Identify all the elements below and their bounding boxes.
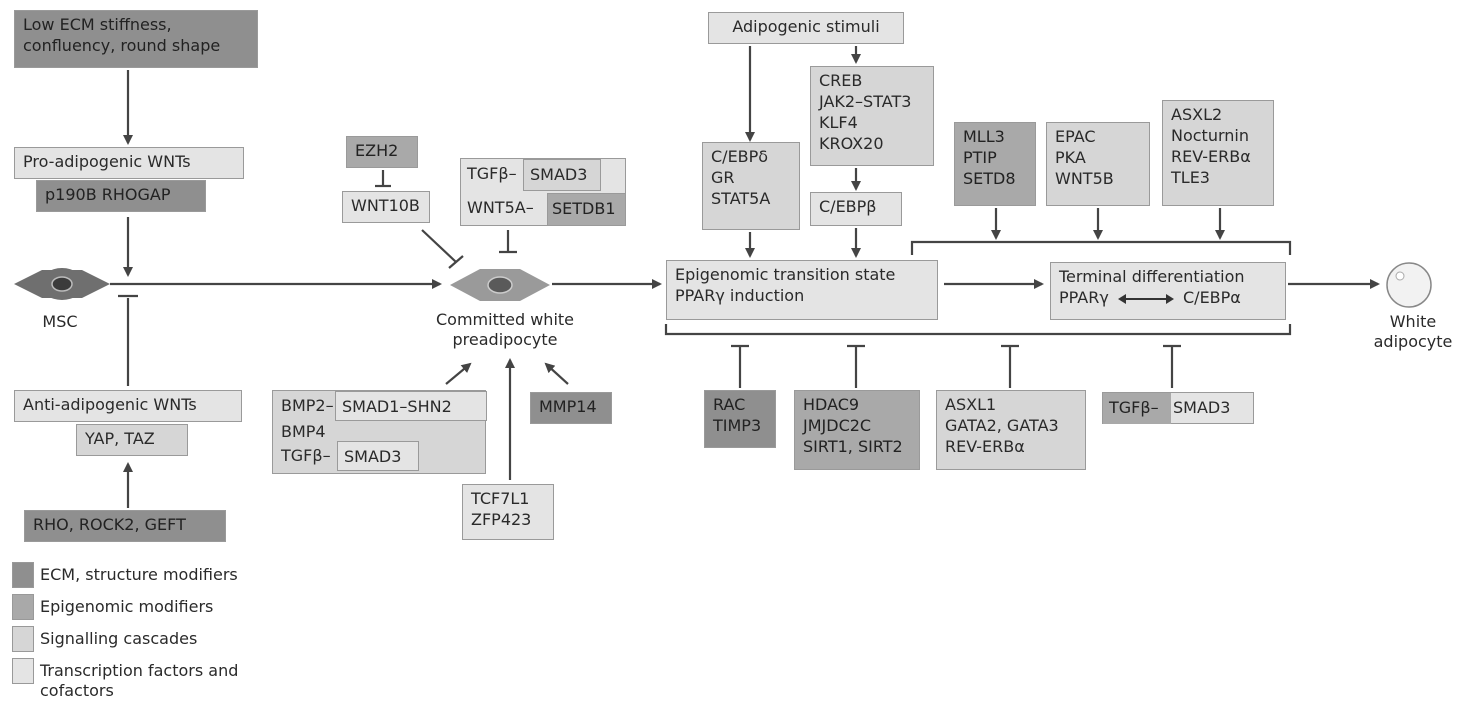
creb-line-1: CREB bbox=[819, 71, 863, 90]
cebpd-line-2: GR bbox=[711, 168, 735, 187]
mechanical-box: Low ECM stiffness, confluency, round sha… bbox=[14, 10, 258, 68]
cebpd-line-1: C/EBPδ bbox=[711, 147, 769, 166]
p190b-box: p190B RHOGAP bbox=[36, 180, 206, 212]
cebpd-box: C/EBPδ GR STAT5A bbox=[702, 142, 800, 230]
hdac-line-3: SIRT1, SIRT2 bbox=[803, 437, 903, 456]
asxl1-box: ASXL1 GATA2, GATA3 REV-ERBα bbox=[936, 390, 1086, 470]
mechanical-line-2: confluency, round shape bbox=[23, 36, 221, 55]
bmp-box: BMP2– SMAD1–SHN2 BMP4 TGFβ– SMAD3 bbox=[272, 390, 487, 474]
creb-line-4: KROX20 bbox=[819, 134, 884, 153]
rac-line-1: RAC bbox=[713, 395, 746, 414]
anti-wnt-box: Anti-adipogenic WNTs bbox=[14, 390, 242, 422]
legend-item-signalling: Signalling cascades bbox=[12, 626, 197, 652]
legend-item-transcription: Transcription factors and cofactors bbox=[12, 658, 238, 704]
epigenomic-transition-box: Epigenomic transition state PPARγ induct… bbox=[666, 260, 938, 320]
pparg-label: PPARγ bbox=[1059, 288, 1109, 307]
cebpa-label: C/EBPα bbox=[1183, 288, 1241, 307]
terminal-factors: PPARγ C/EBPα bbox=[1059, 287, 1277, 308]
smad3-bmp-label: SMAD3 bbox=[337, 441, 419, 471]
rac-line-2: TIMP3 bbox=[713, 416, 762, 435]
msc-label: MSC bbox=[42, 312, 78, 331]
yap-taz-box: YAP, TAZ bbox=[76, 424, 188, 456]
creb-line-3: KLF4 bbox=[819, 113, 858, 132]
white-line-1: White bbox=[1389, 312, 1437, 331]
creb-line-2: JAK2–STAT3 bbox=[819, 92, 912, 111]
wnt10b-box: WNT10B bbox=[342, 191, 430, 223]
asxl2-line-2: Nocturnin bbox=[1171, 126, 1249, 145]
asxl1-line-3: REV-ERBα bbox=[945, 437, 1025, 456]
committed-line-1: Committed white bbox=[436, 310, 574, 329]
asxl1-line-2: GATA2, GATA3 bbox=[945, 416, 1059, 435]
legend-tf-line-1: Transcription factors and bbox=[40, 661, 239, 680]
bmp4-label: BMP4 bbox=[281, 422, 326, 441]
creb-box: CREB JAK2–STAT3 KLF4 KROX20 bbox=[810, 66, 934, 166]
legend-swatch-epigenomic bbox=[12, 594, 34, 620]
epigenomic-line-1: Epigenomic transition state bbox=[675, 265, 896, 284]
rho-box: RHO, ROCK2, GEFT bbox=[24, 510, 226, 542]
mll3-line-3: SETD8 bbox=[963, 169, 1016, 188]
white-adipocyte-icon bbox=[1386, 262, 1432, 308]
tcf-line-2: ZFP423 bbox=[471, 510, 532, 529]
asxl2-line-1: ASXL2 bbox=[1171, 105, 1223, 124]
asxl2-box: ASXL2 Nocturnin REV-ERBα TLE3 bbox=[1162, 100, 1274, 206]
asxl2-line-3: REV-ERBα bbox=[1171, 147, 1251, 166]
tgfb-wnt5a-box: TGFβ– SMAD3 WNT5A– SETDB1 bbox=[460, 158, 626, 226]
mll3-box: MLL3 PTIP SETD8 bbox=[954, 122, 1036, 206]
preadipocyte-cell-icon bbox=[450, 269, 550, 301]
mll3-line-2: PTIP bbox=[963, 148, 997, 167]
legend-item-epigenomic: Epigenomic modifiers bbox=[12, 594, 213, 620]
white-adipocyte-label: White adipocyte bbox=[1368, 312, 1458, 352]
smad3-terminal-label: SMAD3 bbox=[1173, 398, 1231, 417]
legend-label-epigenomic: Epigenomic modifiers bbox=[40, 597, 214, 616]
committed-line-2: preadipocyte bbox=[452, 330, 558, 349]
legend-swatch-ecm bbox=[12, 562, 34, 588]
msc-cell-icon bbox=[14, 268, 110, 300]
legend-label-transcription: Transcription factors and cofactors bbox=[40, 658, 238, 701]
tcf7l1-box: TCF7L1 ZFP423 bbox=[462, 484, 554, 540]
committed-label: Committed white preadipocyte bbox=[420, 310, 590, 350]
asxl1-line-1: ASXL1 bbox=[945, 395, 997, 414]
terminal-title: Terminal differentiation bbox=[1059, 267, 1245, 286]
ezh2-box: EZH2 bbox=[346, 136, 418, 168]
epac-line-1: EPAC bbox=[1055, 127, 1096, 146]
mmp14-box: MMP14 bbox=[530, 392, 612, 424]
tgfb-smad3-terminal-box: TGFβ– SMAD3 bbox=[1102, 392, 1254, 424]
hdac-line-1: HDAC9 bbox=[803, 395, 860, 414]
epac-box: EPAC PKA WNT5B bbox=[1046, 122, 1150, 206]
smad3-label: SMAD3 bbox=[523, 159, 601, 191]
legend-label-signalling: Signalling cascades bbox=[40, 629, 198, 648]
terminal-differentiation-box: Terminal differentiation PPARγ C/EBPα bbox=[1050, 262, 1286, 320]
tgfb-terminal-label: TGFβ– bbox=[1103, 393, 1171, 424]
rac-timp3-box: RAC TIMP3 bbox=[704, 390, 776, 448]
tcf-line-1: TCF7L1 bbox=[471, 489, 530, 508]
tgfb-label: TGFβ– bbox=[467, 164, 517, 183]
adipogenic-stimuli-box: Adipogenic stimuli bbox=[708, 12, 904, 44]
cebpd-line-3: STAT5A bbox=[711, 189, 771, 208]
bmp2-label: BMP2– bbox=[281, 396, 334, 415]
epac-line-2: PKA bbox=[1055, 148, 1086, 167]
legend-label-ecm: ECM, structure modifiers bbox=[40, 565, 238, 584]
legend-tf-line-2: cofactors bbox=[40, 681, 114, 700]
white-line-2: adipocyte bbox=[1373, 332, 1453, 351]
legend-swatch-transcription bbox=[12, 658, 34, 684]
wnt5a-label: WNT5A– bbox=[467, 198, 534, 217]
legend-item-ecm: ECM, structure modifiers bbox=[12, 562, 238, 588]
epac-line-3: WNT5B bbox=[1055, 169, 1114, 188]
setdb1-label: SETDB1 bbox=[547, 193, 626, 226]
mll3-line-1: MLL3 bbox=[963, 127, 1005, 146]
double-arrow-icon bbox=[1117, 293, 1174, 304]
hdac-line-2: JMJDC2C bbox=[803, 416, 872, 435]
legend-swatch-signalling bbox=[12, 626, 34, 652]
tgfb-bmp-label: TGFβ– bbox=[281, 446, 331, 465]
pro-wnt-box: Pro-adipogenic WNTs bbox=[14, 147, 244, 179]
asxl2-line-4: TLE3 bbox=[1171, 168, 1210, 187]
cebpb-box: C/EBPβ bbox=[810, 192, 902, 226]
epigenomic-line-2: PPARγ induction bbox=[675, 286, 805, 305]
hdac9-box: HDAC9 JMJDC2C SIRT1, SIRT2 bbox=[794, 390, 920, 470]
mechanical-line-1: Low ECM stiffness, bbox=[23, 15, 172, 34]
smad1-shn2-label: SMAD1–SHN2 bbox=[335, 391, 487, 421]
